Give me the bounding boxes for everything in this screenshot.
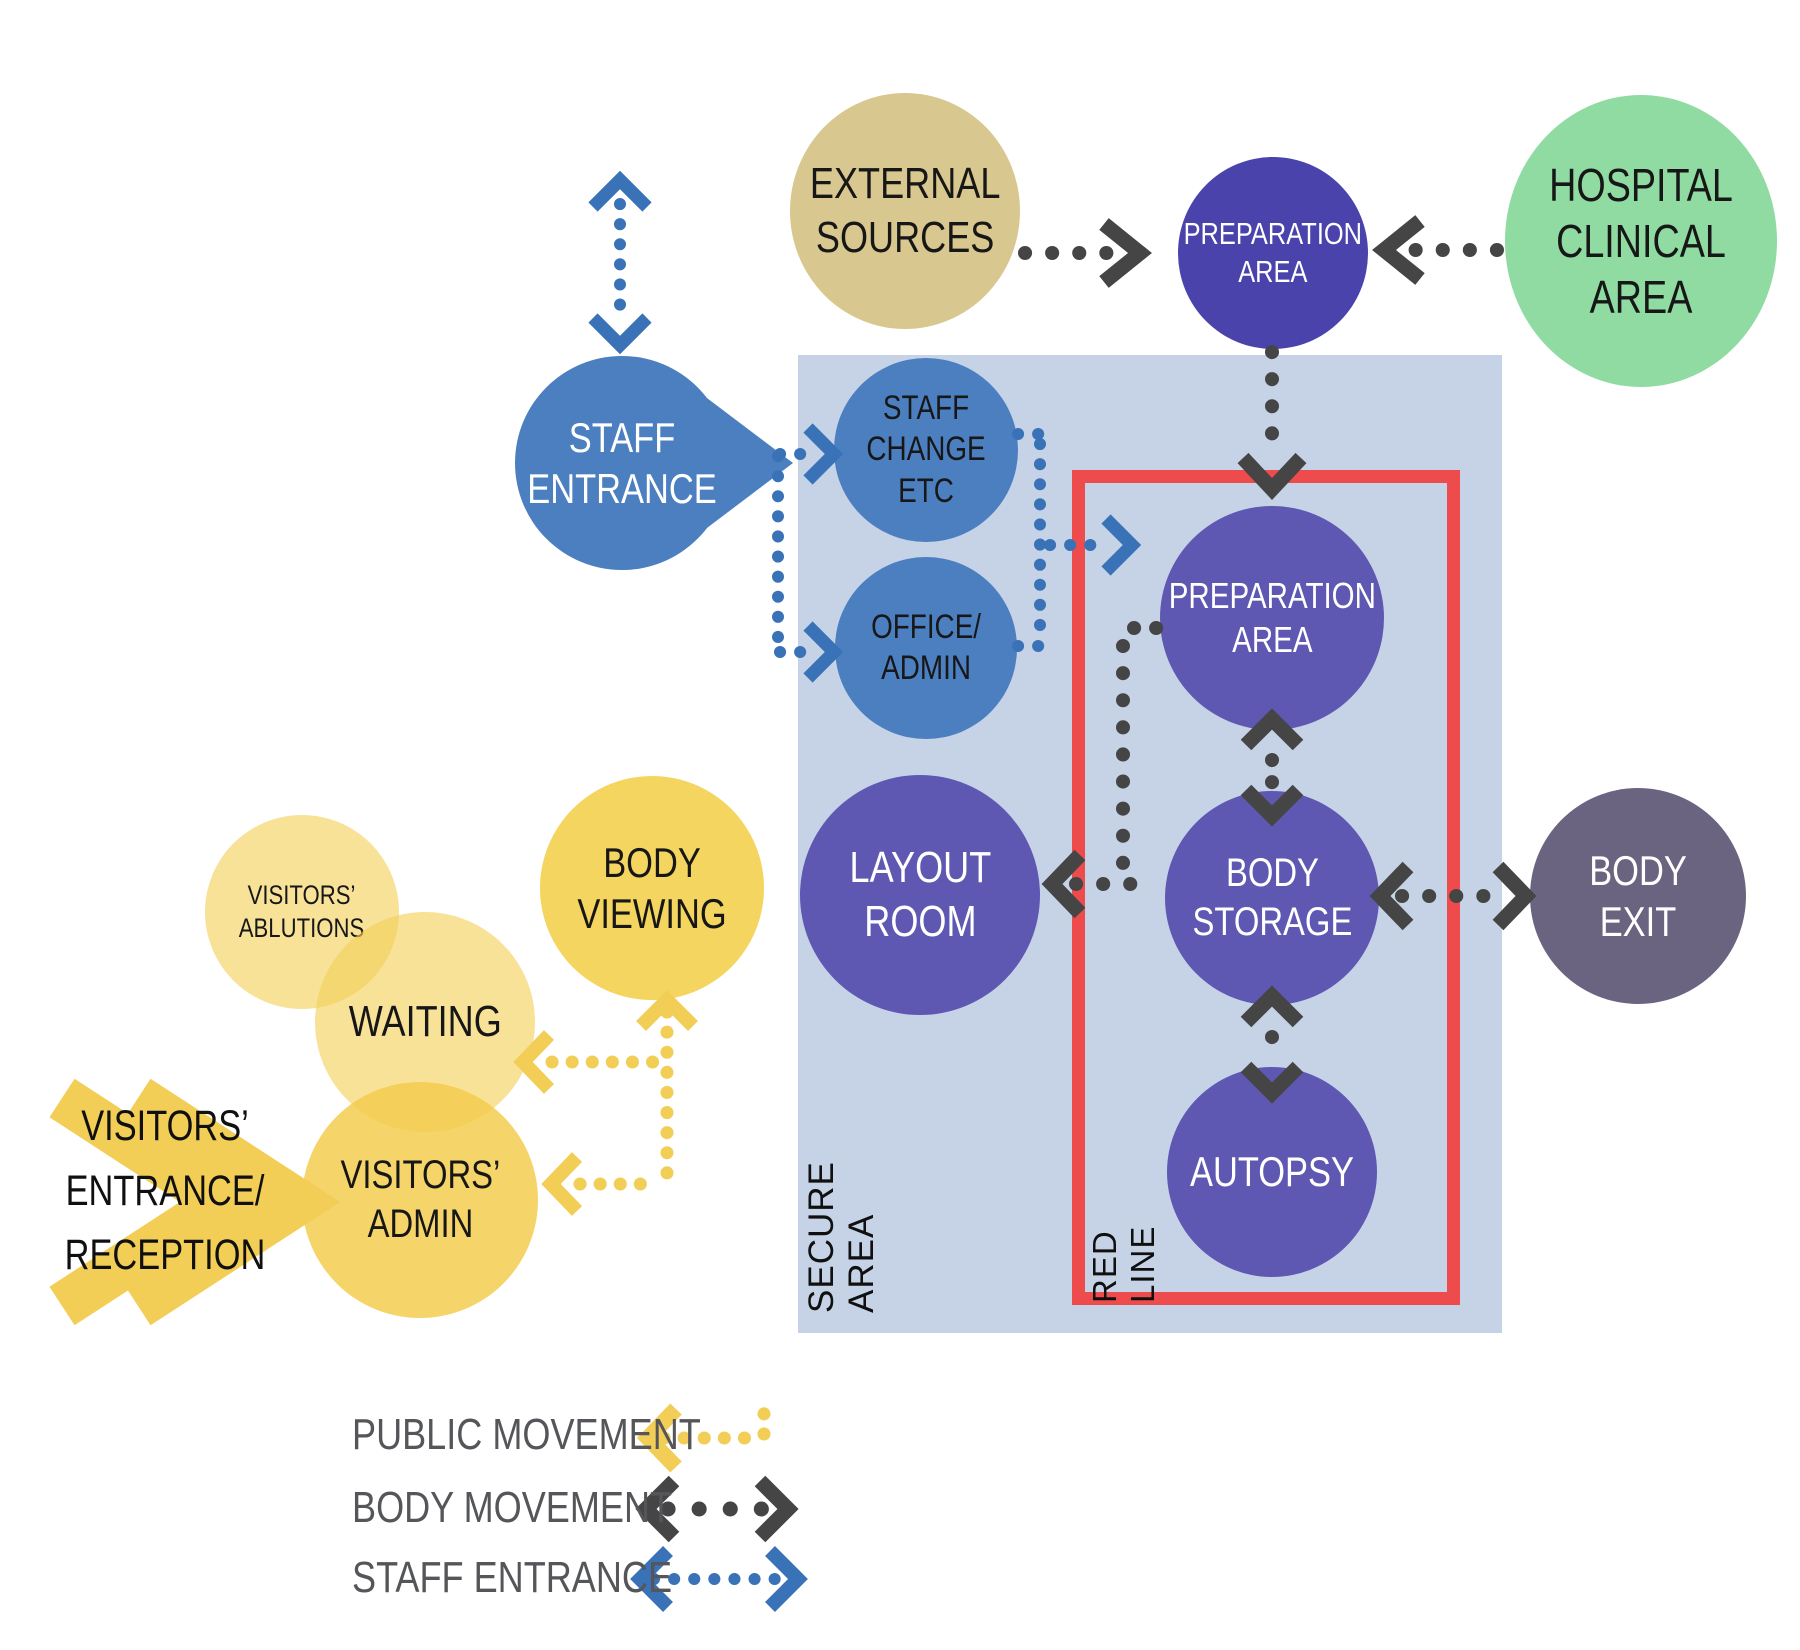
waiting-label: WAITING (348, 997, 502, 1047)
visitors-entrance-label: VISITORS’ ENTRANCE/ RECEPTION (64, 1102, 266, 1279)
arrow-up-icon (636, 990, 698, 1031)
staff-entrance-node: STAFF ENTRANCE (515, 356, 800, 570)
office-admin-node: OFFICE/ ADMIN (835, 557, 1017, 739)
external-sources-label: EXTERNAL SOURCES (809, 159, 1001, 262)
staff-entrance-label: STAFF ENTRANCE (527, 413, 717, 512)
red-line-label: RED LINE (1086, 1225, 1161, 1303)
office-admin-label: OFFICE/ ADMIN (871, 607, 981, 687)
arrow-left-icon (1372, 215, 1425, 285)
public-movement-paths (513, 990, 698, 1216)
visitors-ablutions-node: VISITORS’ ABLUTIONS (205, 815, 399, 1009)
legend-public-movement-label: PUBLIC MOVEMENT (352, 1410, 701, 1459)
autopsy-node: AUTOPSY (1167, 1067, 1377, 1277)
body-exit-node: BODY EXIT (1530, 788, 1746, 1004)
body-viewing-node: BODY VIEWING (540, 776, 764, 1000)
arrow-right-icon (1492, 861, 1537, 931)
visitors-admin-label: VISITORS’ ADMIN (340, 1153, 500, 1246)
secure-area-label: SECURE AREA (802, 1161, 881, 1313)
preparation-area-top-label: PREPARATION AREA (1183, 216, 1363, 289)
body-exit-label: BODY EXIT (1589, 846, 1687, 945)
preparation-area-inner-node: PREPARATION AREA (1160, 506, 1384, 730)
body-storage-label: BODY STORAGE (1192, 851, 1352, 944)
hospital-clinical-area-node: HOSPITAL CLINICAL AREA (1505, 95, 1777, 387)
external-sources-node: EXTERNAL SOURCES (790, 93, 1020, 329)
hospital-clinical-area-label: HOSPITAL CLINICAL AREA (1549, 158, 1733, 324)
legend-staff-entrance-label: STAFF ENTRANCE (352, 1553, 673, 1602)
preparation-area-inner-label: PREPARATION AREA (1168, 575, 1376, 660)
staff-change-node: STAFF CHANGE ETC (834, 358, 1018, 542)
legend-body-movement-label: BODY MOVEMENT (352, 1483, 673, 1532)
visitors-admin-node: VISITORS’ ADMIN (302, 1082, 538, 1318)
body-viewing-label: BODY VIEWING (577, 838, 727, 937)
layout-room-node: LAYOUT ROOM (800, 775, 1040, 1015)
staff-change-label: STAFF CHANGE ETC (866, 388, 986, 510)
arrow-down-icon (588, 313, 652, 355)
arrow-right-icon (1099, 218, 1152, 288)
autopsy-label: AUTOPSY (1190, 1148, 1354, 1196)
layout-room-label: LAYOUT ROOM (849, 843, 991, 946)
staff-entrance-circle (515, 356, 729, 570)
arrow-left-icon (541, 1152, 583, 1216)
visitors-ablutions-label: VISITORS’ ABLUTIONS (239, 880, 365, 943)
preparation-area-top-node: PREPARATION AREA (1178, 157, 1368, 349)
arrow-up-icon (588, 170, 652, 212)
body-storage-node: BODY STORAGE (1165, 791, 1379, 1005)
